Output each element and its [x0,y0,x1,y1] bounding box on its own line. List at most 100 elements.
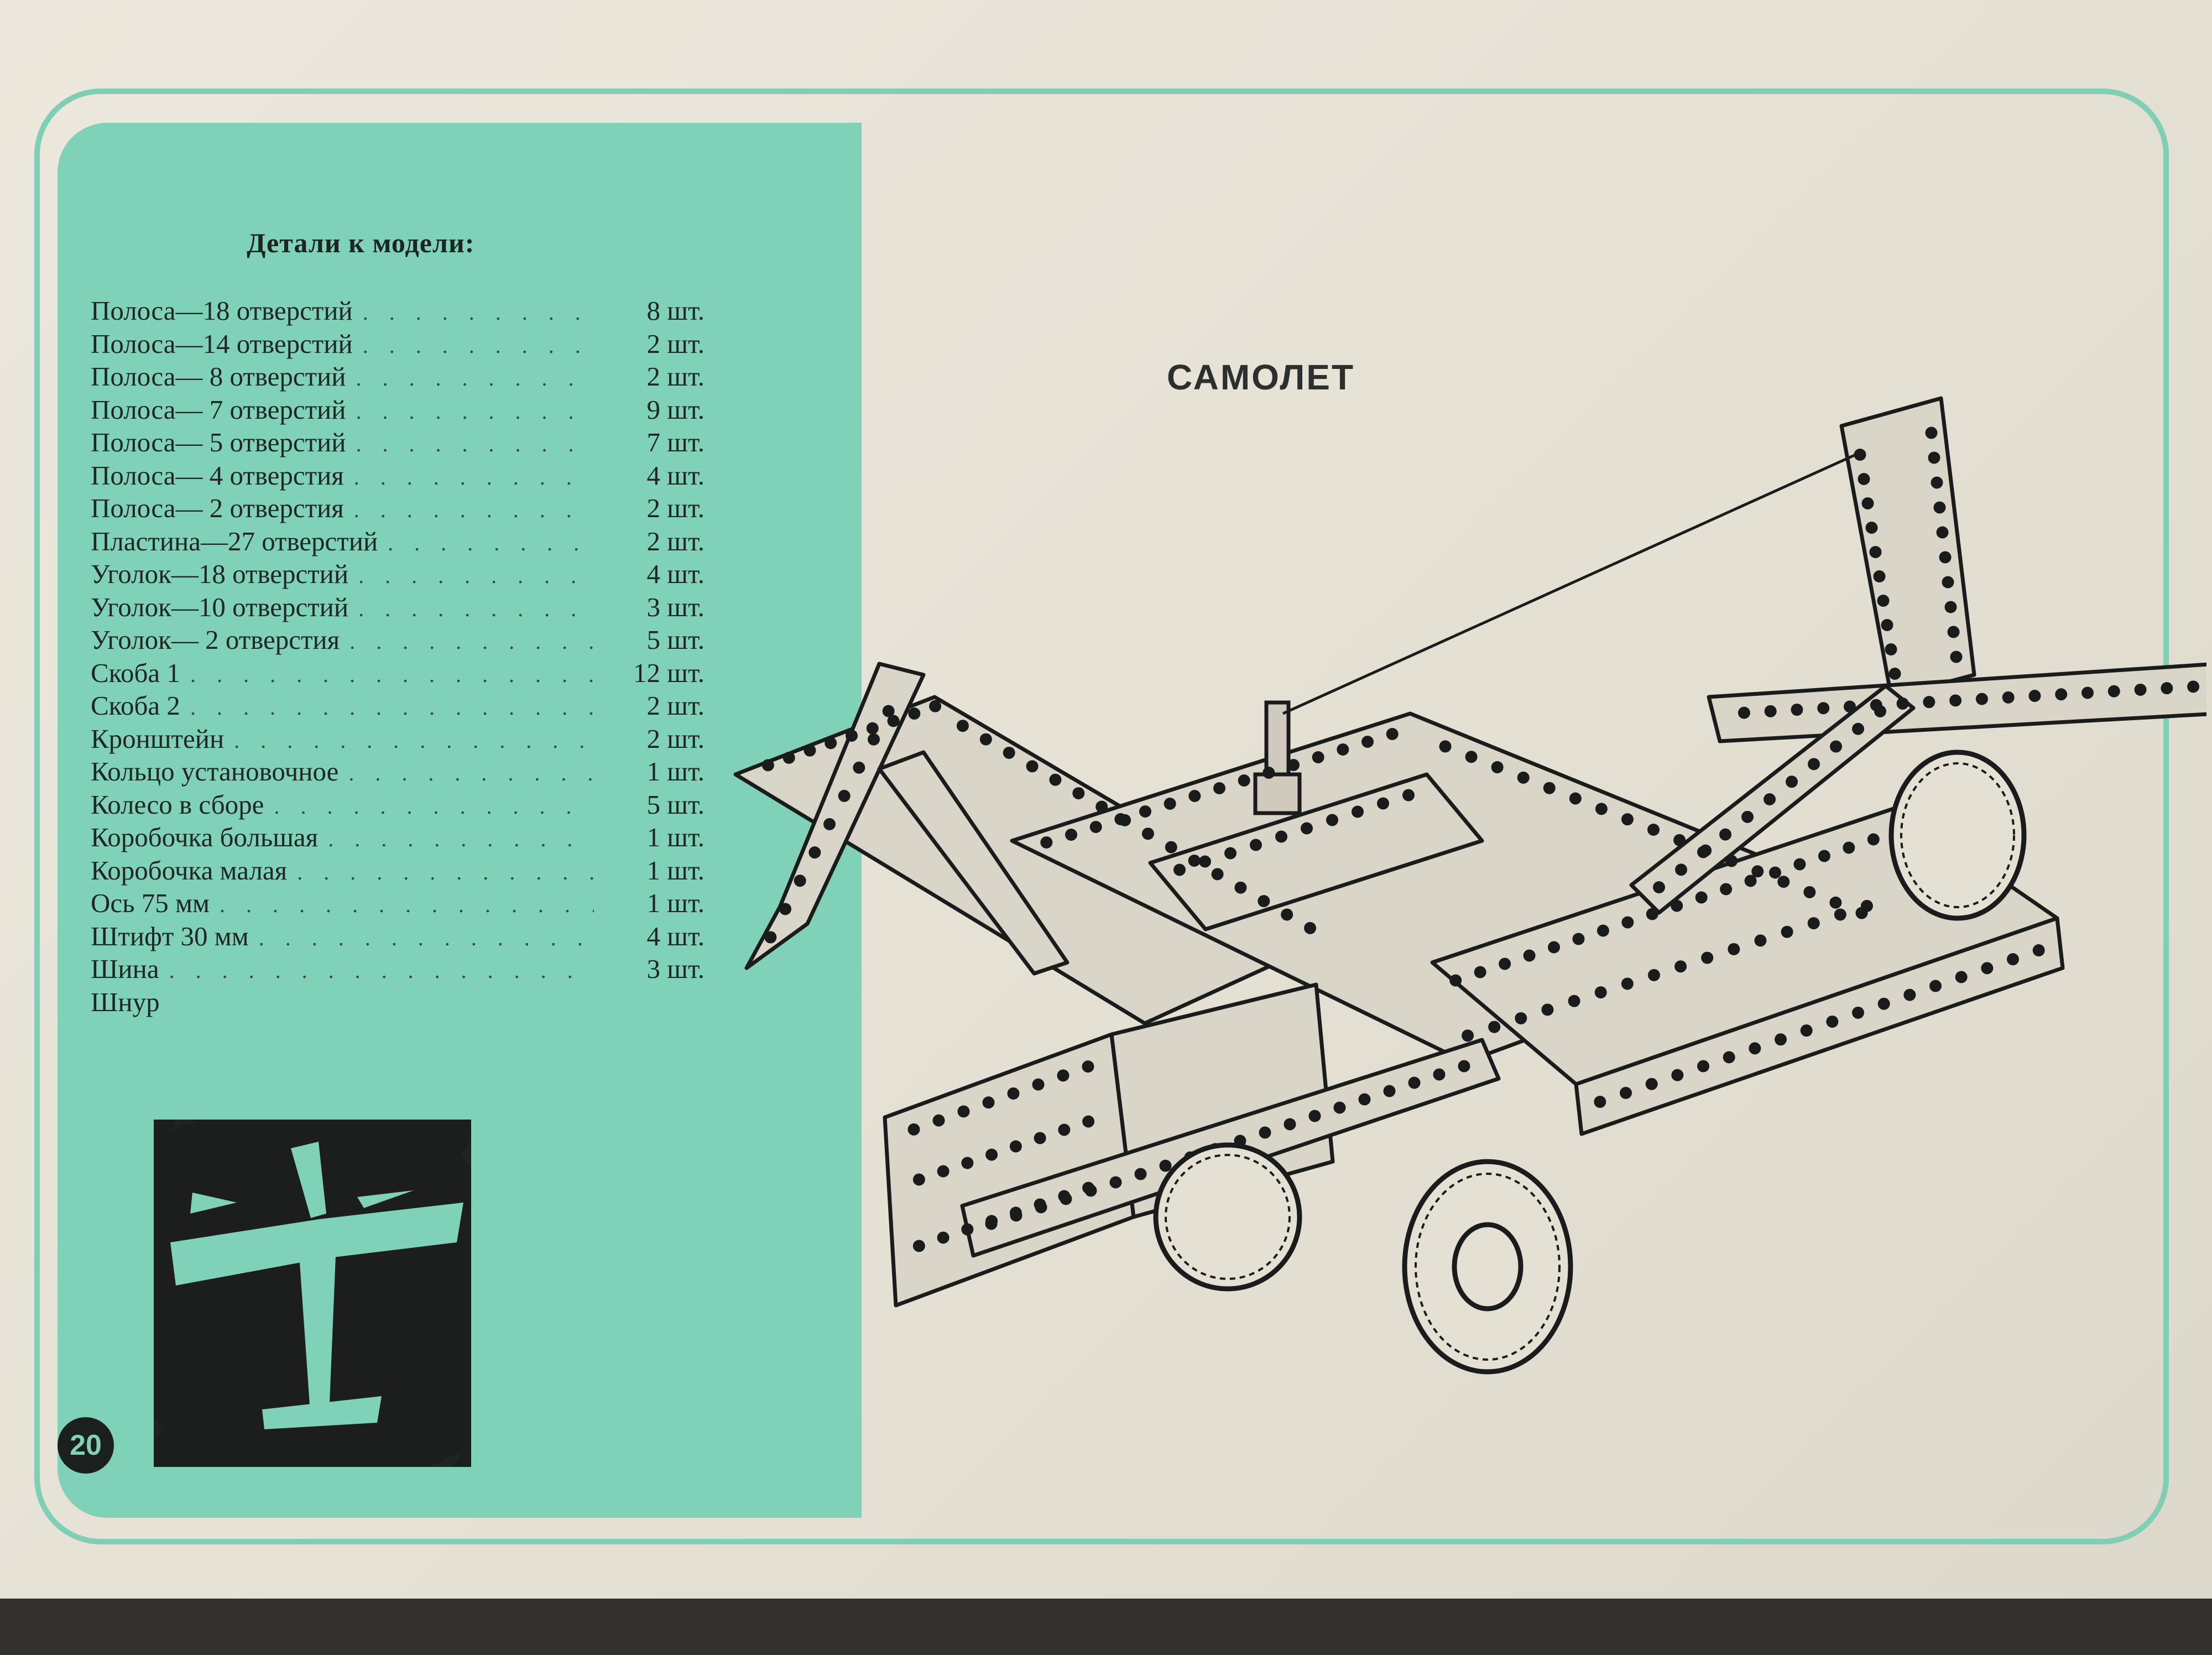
tail-wheel [1888,750,2027,921]
strip-hole [1791,704,1803,716]
parts-list-item: Коробочка большая . . . . . . . . . . . .… [91,821,705,854]
strip-hole [1749,1042,1761,1055]
part-quantity: 2 шт. [646,328,705,359]
part-name: Уголок—18 отверстий [91,559,349,589]
leader-dots: . . . . . . . . . . . . . . . . . . . . [362,332,594,358]
strip-hole [1259,1126,1271,1139]
strip-hole [1523,949,1536,962]
strip-hole [761,759,774,772]
construction-set-airplane-drawing [733,396,2206,1375]
strip-hole [1697,1060,1709,1073]
strip-hole [1955,971,1968,983]
strip-hole [804,744,816,757]
strip-hole [1072,787,1085,800]
strip-hole [1852,1006,1864,1019]
part-quantity: 1 шт. [646,888,705,918]
part-name: Скоба 2 [91,690,180,721]
part-quantity: 4 шт. [646,460,705,491]
strip-hole [882,705,895,717]
strip-hole [985,1148,998,1161]
leader-dots: . . . . . . . . . . . . . . . . . . . . [328,826,594,851]
part-name: Колесо в сборе [91,789,264,820]
strip-hole [1621,916,1634,929]
part-quantity: 1 шт. [646,822,705,852]
part-quantity: 9 шт. [646,394,705,425]
parts-list-item: Уголок—10 отверстий. . . . . . . . . . .… [91,591,705,624]
parts-list-item: Полоса— 4 отверстия. . . . . . . . . . .… [91,459,705,492]
strip-hole [1861,497,1874,509]
strip-hole [2187,680,2200,693]
strip-hole [1975,693,1988,705]
strip-hole [1199,855,1211,868]
strip-hole [957,1105,970,1118]
part-quantity: 2 шт. [646,723,705,754]
strip-hole [1188,854,1201,867]
strip-hole [1139,805,1151,818]
strip-hole [1159,1159,1172,1172]
part-quantity: 8 шт. [646,295,705,326]
strip-hole [1775,1033,1787,1046]
strip-hole [1262,767,1275,779]
strip-hole [1465,751,1478,763]
part-name: Уголок—10 отверстий [91,591,349,622]
part-name: Коробочка большая [91,822,319,852]
strip-hole [2134,683,2147,696]
strip-hole [1515,1012,1527,1024]
part-quantity: 4 шт. [646,920,705,951]
part-name: Полоса— 8 отверстий [91,361,346,392]
strip-hole [1928,451,1940,464]
strip-hole [1942,576,1954,589]
tail-tire-tread [1900,762,2015,908]
strip-hole [2002,691,2015,704]
parts-list-item: Полоса— 5 отверстий. . . . . . . . . . .… [91,426,705,459]
strip-hole [1548,941,1560,954]
propeller-blade [877,750,1070,976]
strip-hole [1386,728,1399,740]
strip-hole [1281,908,1293,921]
strip-hole [979,733,992,746]
strip-hole [1213,782,1225,794]
part-quantity: 1 шт. [646,855,705,886]
strip-hole [1499,957,1511,970]
strip-hole [2032,944,2045,957]
strip-hole [1595,803,1608,815]
strip-hole [764,931,777,944]
parts-list-item: Ось 75 мм. . . . . . . . . . . . . . . .… [91,887,705,920]
leader-dots: . . . . . . . . . . . . . . . . . . . . [348,761,594,785]
strip-hole [1826,1015,1839,1028]
part-quantity: 5 шт. [646,624,705,655]
part-name: Шина [91,954,159,984]
strip-hole [1936,526,1949,539]
strip-hole [1238,774,1250,787]
strip-hole [1408,1076,1421,1089]
strip-hole [1568,995,1580,1007]
strip-hole [887,715,900,727]
front-wheel-hub [1452,1222,1524,1311]
strip-hole [1865,522,1878,534]
part-quantity: 3 шт. [646,954,705,984]
leader-dots: . . . . . . . . . . . . . . . . . . . . [297,859,594,884]
strip-hole [1491,761,1504,774]
strip-hole [1594,1095,1606,1108]
strip-hole [1817,702,1830,715]
strip-hole [1224,847,1237,860]
strip-hole [912,1173,925,1186]
parts-list-item: Шина. . . . . . . . . . . . . . . . . . … [91,953,705,986]
leader-dots: . . . . . . . . . . . . . . . . . . . . [358,563,594,588]
strip-hole [1719,828,1731,841]
strip-hole [1869,546,1882,558]
strip-hole [1929,980,1942,992]
leader-dots: . . . . . . . . . . . . . . . . . . . . [258,925,594,950]
part-name: Полоса— 4 отверстия [91,460,344,491]
strip-hole [782,752,795,764]
strip-hole [1885,643,1897,655]
strip-hole [1877,997,1890,1010]
strip-hole [853,761,865,774]
strip-hole [2007,953,2019,966]
rear-tire-tread [1165,1154,1291,1280]
strip-hole [1165,841,1177,853]
strip-hole [1867,833,1880,846]
strip-hole [1697,846,1709,858]
strip-hole [1326,814,1338,826]
strip-hole [1858,473,1870,485]
